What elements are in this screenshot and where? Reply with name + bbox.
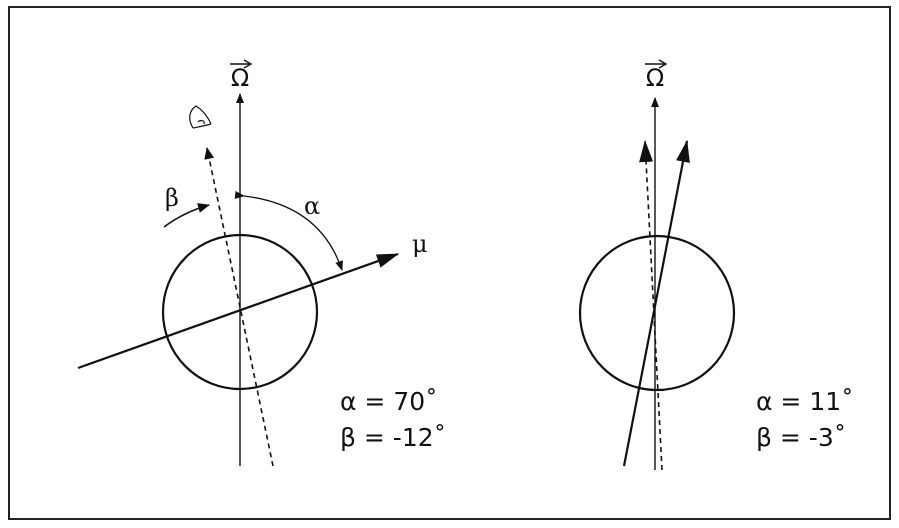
- mu-label: μ: [412, 230, 428, 258]
- magnetic-axis-right: [622, 140, 690, 467]
- beta-angle-arc: [163, 203, 210, 228]
- omega-label-right: Ω: [645, 59, 668, 92]
- omega-label-left: Ω: [230, 59, 253, 92]
- neutron-star-right: [578, 234, 736, 392]
- beta-value-right: β = -3˚: [756, 423, 846, 452]
- magnetic-axis-left: [77, 252, 399, 370]
- alpha-label: α: [304, 192, 320, 220]
- alpha-angle-arc: [234, 190, 343, 271]
- right-panel: Ω α = 11˚ β = -3˚: [578, 59, 854, 471]
- omega-symbol-right: Ω: [646, 64, 664, 92]
- left-panel: Ω μ α β α = 70˚ β = -12˚: [77, 59, 446, 467]
- line-of-sight-left: [204, 147, 274, 467]
- line-of-sight-right: [639, 140, 663, 471]
- figure-frame: [8, 6, 891, 520]
- beta-value-left: β = -12˚: [340, 423, 446, 452]
- alpha-value-left: α = 70˚: [340, 387, 438, 416]
- alpha-value-right: α = 11˚: [756, 387, 854, 416]
- beta-label: β: [165, 184, 179, 212]
- omega-symbol-left: Ω: [231, 64, 249, 92]
- observer-eye-icon: [189, 105, 212, 129]
